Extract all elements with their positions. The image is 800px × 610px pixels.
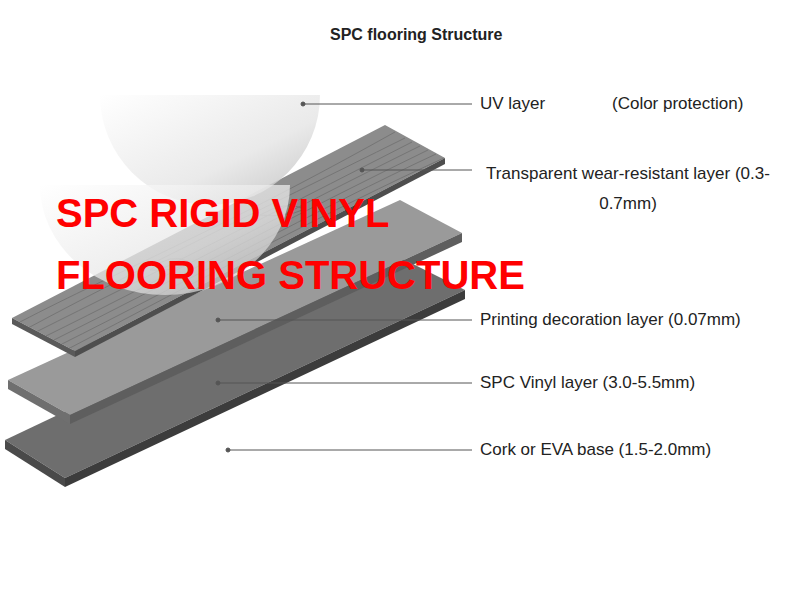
- layer-label: Transparent wear-resistant layer (0.3-0.…: [478, 159, 778, 219]
- layer-label: Printing decoration layer (0.07mm): [480, 310, 741, 330]
- layer-note: (Color protection): [612, 94, 743, 114]
- layer-label: UV layer: [480, 94, 545, 114]
- layer-label: Cork or EVA base (1.5-2.0mm): [480, 440, 711, 460]
- diagram-title: SPC flooring Structure: [330, 26, 502, 44]
- layer-label: SPC Vinyl layer (3.0-5.5mm): [480, 373, 695, 393]
- watermark: SPC RIGID VINYL FLOORING STRUCTURE: [56, 182, 556, 306]
